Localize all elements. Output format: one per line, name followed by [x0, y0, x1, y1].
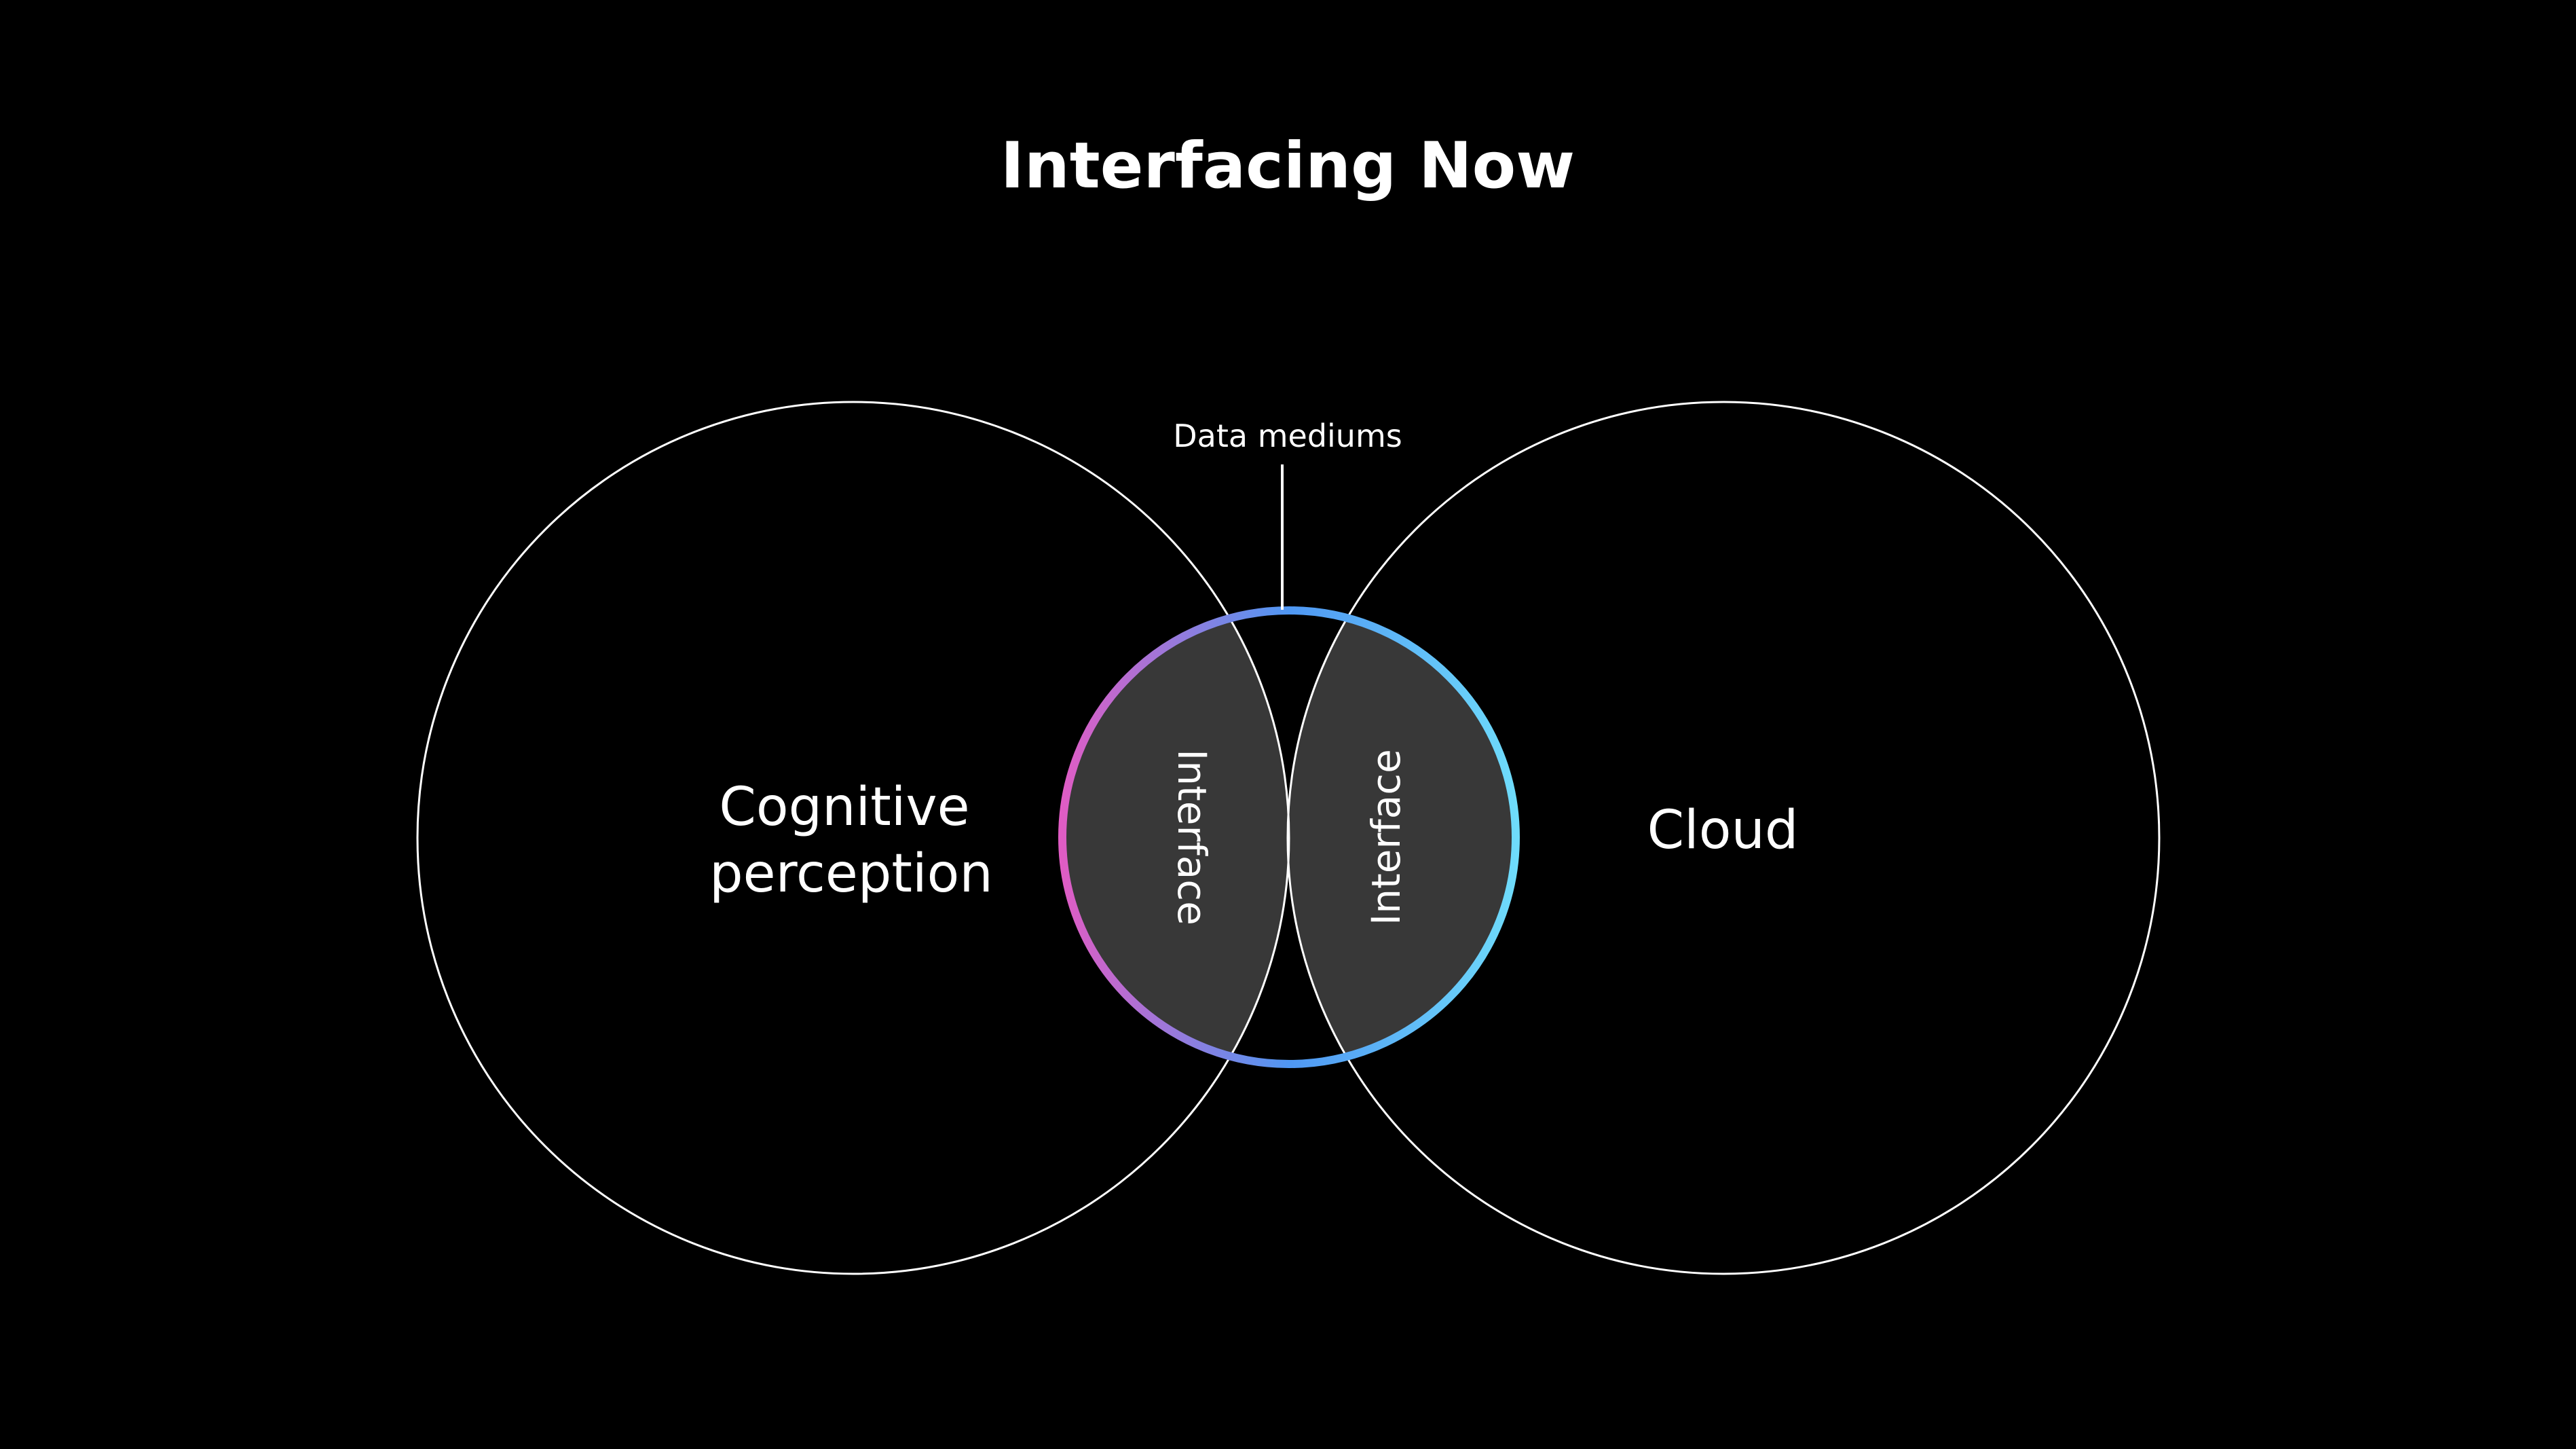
cloud-label: Cloud	[1647, 800, 1799, 861]
cognitive-label-line1: Cognitive	[719, 777, 969, 838]
left-circle	[416, 401, 1290, 1275]
left-interface-label: Interface	[1169, 749, 1215, 925]
perception-label-line2: perception	[709, 843, 993, 904]
right-circle	[1286, 401, 2161, 1275]
left-lens-fill	[1062, 610, 1289, 1064]
data-mediums-label: Data mediums	[1173, 418, 1402, 454]
right-interface-label: Interface	[1363, 749, 1409, 925]
page-title: Interfacing Now	[1001, 129, 1575, 203]
data-mediums-ring	[1058, 606, 1520, 1068]
